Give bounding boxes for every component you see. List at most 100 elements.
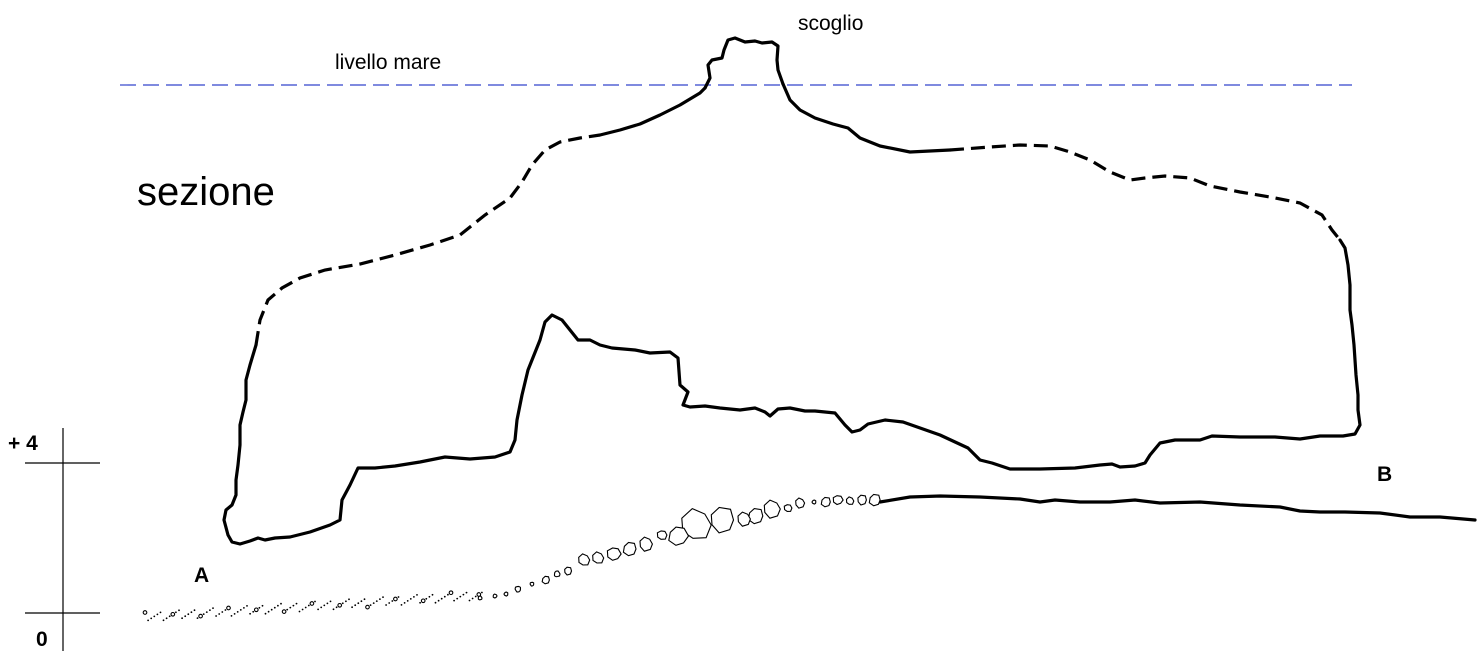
sediment-dot xyxy=(372,602,375,604)
boulder xyxy=(668,526,690,546)
scale-bottom-label: 0 xyxy=(36,628,48,651)
sediment-dot xyxy=(437,599,440,602)
boulder xyxy=(606,547,622,561)
height-scale-bar xyxy=(25,428,100,651)
sediment-dot xyxy=(209,609,211,611)
sea-level-label: livello mare xyxy=(335,51,441,74)
sediment-dot xyxy=(280,602,282,605)
sediment-dot xyxy=(317,608,319,611)
scale-top-label: + 4 xyxy=(8,432,38,455)
boulder xyxy=(564,566,573,576)
sediment-dot xyxy=(397,596,400,598)
boulder xyxy=(763,499,781,519)
boulder xyxy=(639,536,654,552)
sediment-dot xyxy=(193,609,196,612)
sediment-dot xyxy=(142,610,148,615)
sediment-dot xyxy=(354,604,357,607)
sediment-dot xyxy=(391,600,394,602)
sediment-dot xyxy=(443,595,446,598)
sediment-dot xyxy=(345,600,347,603)
boulder xyxy=(656,530,668,540)
boulder-field xyxy=(477,493,881,601)
sediment-dot xyxy=(226,605,231,611)
sediment-dot xyxy=(440,597,443,600)
sediment-dot xyxy=(304,606,307,609)
sediment-dot xyxy=(348,598,350,601)
sediment-dot xyxy=(314,600,316,603)
boulder xyxy=(492,593,498,599)
sediment-dot xyxy=(453,599,455,602)
boulder xyxy=(795,497,806,509)
sediment-dot xyxy=(184,615,187,618)
sediment-dot xyxy=(292,604,295,607)
sediment-dot xyxy=(249,612,252,615)
sediment-dot xyxy=(351,606,353,609)
sediment-dot xyxy=(307,604,310,607)
sediment-dot xyxy=(431,593,434,596)
boulder xyxy=(553,570,561,578)
boulder xyxy=(868,493,881,507)
sediment-dot xyxy=(205,611,208,613)
sediment-dot xyxy=(416,594,418,596)
sediment-dot xyxy=(329,600,332,603)
boulder xyxy=(477,595,483,601)
sediment-dot xyxy=(360,600,363,603)
sediment-dot xyxy=(375,600,378,602)
boulder xyxy=(514,585,522,593)
outer-rock-outline-dashed xyxy=(254,133,1342,346)
sediment-dot xyxy=(239,609,242,611)
sediment-dot xyxy=(230,615,233,617)
point-a-label: A xyxy=(194,564,209,587)
sediment-dot xyxy=(261,604,264,607)
sediment-dot xyxy=(434,601,437,604)
sediment-dot xyxy=(388,602,391,604)
boulder xyxy=(541,575,550,585)
sediment-dot xyxy=(400,604,403,606)
sediment-dot xyxy=(337,602,343,608)
sediment-dot xyxy=(448,590,454,596)
boulder xyxy=(578,553,591,566)
sediment-dot xyxy=(413,596,415,598)
point-b-label: B xyxy=(1377,463,1392,486)
sediment-dot xyxy=(224,609,227,611)
sediment-dot xyxy=(419,601,421,604)
sediment-dot xyxy=(465,591,468,594)
sediment-dot xyxy=(159,611,162,614)
sediment-dot xyxy=(326,602,329,605)
sediment-dot xyxy=(385,604,387,606)
sediment-dot xyxy=(369,604,372,606)
sediment-dot xyxy=(471,597,474,600)
boulder xyxy=(681,507,712,539)
sediment-dot xyxy=(181,617,184,620)
sediment-dot xyxy=(406,600,409,602)
boulder xyxy=(622,541,637,557)
sediment-dot xyxy=(476,592,482,597)
sediment-dot xyxy=(215,615,218,617)
sediment-dot xyxy=(295,602,298,605)
sediment-dot xyxy=(236,611,239,613)
boulder xyxy=(820,496,831,508)
sediment-dot xyxy=(323,604,326,607)
boulder xyxy=(845,496,855,505)
sediment-dot xyxy=(178,609,180,612)
sediment-dot xyxy=(252,610,255,613)
reef-label: scoglio xyxy=(798,12,863,35)
sediment-dot xyxy=(153,615,156,618)
boulder xyxy=(710,506,735,534)
sediment-dot xyxy=(320,606,323,609)
sediment-dot xyxy=(277,604,279,607)
sediment-dot xyxy=(468,599,471,602)
sediment-dot xyxy=(253,607,259,613)
sediment-dot xyxy=(246,605,248,607)
sediment-dot xyxy=(481,591,483,594)
sediment-dot xyxy=(365,604,370,610)
boulder xyxy=(783,504,793,512)
sediment-dot xyxy=(187,613,190,616)
sediment-dot xyxy=(409,598,412,600)
sediment-dot xyxy=(332,608,335,611)
sediment-dot xyxy=(341,602,344,605)
sediment-dot xyxy=(393,596,398,602)
sediment-dot xyxy=(150,617,153,620)
boulder xyxy=(747,508,764,525)
